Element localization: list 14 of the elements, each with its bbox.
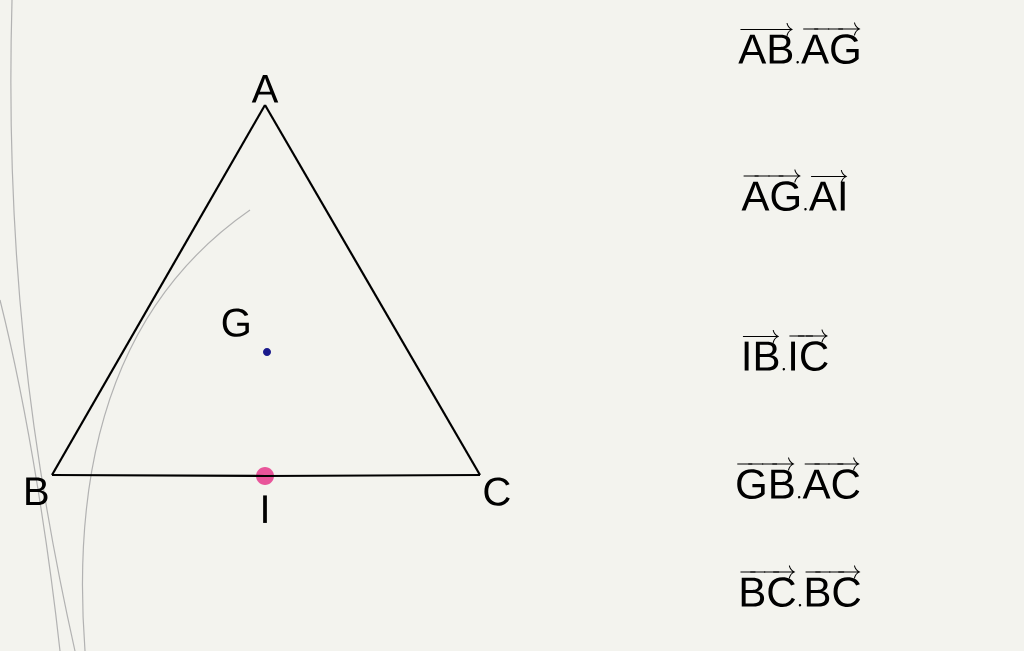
node-label: I — [263, 495, 267, 523]
vertex-label: B — [26, 477, 48, 505]
vector-product: $\overrightarrow{\mathrm{AG}}.\overrightarrow{\mathrm{AI}}$ — [741, 169, 848, 211]
vertex-label: C — [484, 477, 510, 506]
triangle-side — [264, 104, 481, 476]
triangle-side — [265, 473, 480, 478]
triangle-side — [52, 473, 265, 478]
vector-product: $\overrightarrow{\mathrm{BC}}.\overrightarrow{\mathrm{BC}}$ — [740, 565, 861, 607]
vector-product: $\overrightarrow{\mathrm{GB}}.\overrightarrow{\mathrm{AC}}$ — [737, 457, 860, 499]
vertex-label: A — [251, 75, 279, 103]
vector-product: $\overrightarrow{\mathrm{AB}}.\overrightarrow{\mathrm{AG}}$ — [738, 22, 861, 64]
triangle-side — [51, 104, 266, 476]
vector-product: $\overrightarrow{\mathrm{IB}}.\overrightarrow{\mathrm{IC}}$ — [742, 329, 828, 371]
node-label: G — [222, 308, 249, 337]
